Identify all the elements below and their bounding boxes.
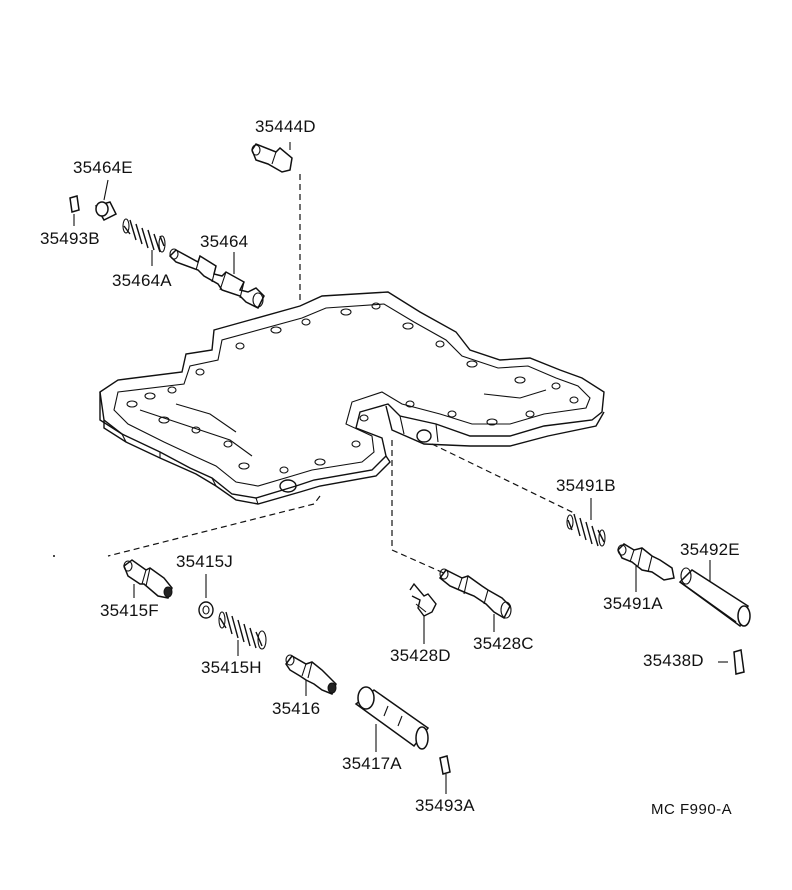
part-35415F-plunger-icon [123, 559, 173, 599]
part-35491B-spring-icon [566, 513, 606, 547]
label-35464A: 35464A [112, 271, 172, 290]
label-35428C: 35428C [473, 634, 534, 653]
label-35493A: 35493A [415, 796, 475, 815]
label-35438D: 35438D [643, 651, 704, 670]
leader-35415F [107, 495, 321, 557]
part-35444D-icon [251, 143, 293, 173]
part-35428D-clip-icon [409, 582, 437, 617]
part-35417A-sleeve-icon [354, 686, 430, 750]
label-35491B: 35491B [556, 476, 616, 495]
label-35492E: 35492E [680, 540, 740, 559]
part-35428C-valve-icon [438, 568, 512, 620]
label-35415F: 35415F [100, 601, 159, 620]
part-35464E-icon [94, 201, 118, 221]
label-35416: 35416 [272, 699, 321, 718]
leader-35491B [431, 443, 577, 515]
label-35464E: 35464E [73, 158, 133, 177]
part-35438D-icon [733, 649, 745, 675]
label-35415J: 35415J [176, 552, 233, 571]
label-35464: 35464 [200, 232, 249, 251]
part-35493B-icon [69, 195, 80, 213]
label-35417A: 35417A [342, 754, 402, 773]
part-35493A-icon [439, 755, 451, 775]
part-35415H-spring-icon [218, 611, 267, 650]
leader-35428C [391, 440, 447, 575]
stray-dot [53, 555, 55, 557]
label-35491A: 35491A [603, 594, 663, 613]
part-35415J-washer-icon [198, 601, 214, 619]
label-35428D: 35428D [390, 646, 451, 665]
part-35492E-sleeve-icon [678, 567, 751, 628]
label-35415H: 35415H [201, 658, 262, 677]
part-35416-valve-icon [285, 654, 337, 695]
part-35464-valve-icon [168, 248, 265, 310]
label-35444D: 35444D [255, 117, 316, 136]
diagram-code: MC F990-A [651, 801, 733, 818]
valve-body-plate [99, 291, 605, 505]
label-35493B: 35493B [40, 229, 100, 248]
part-35491A-valve-icon [617, 543, 675, 581]
part-35464A-spring-icon [122, 218, 166, 253]
